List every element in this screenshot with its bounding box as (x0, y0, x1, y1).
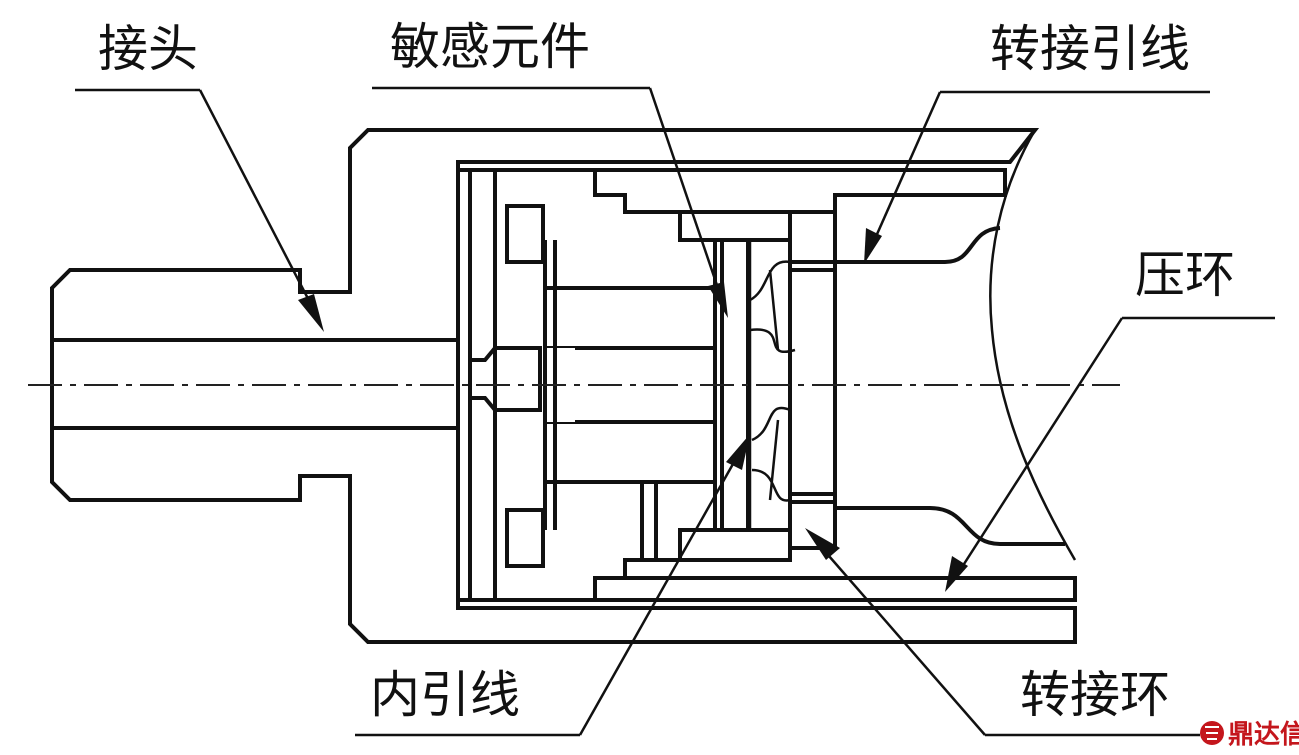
leader-press-ring (945, 316, 1275, 592)
break-line (989, 129, 1077, 561)
label-sensing-element: 敏感元件 (390, 18, 590, 76)
leader-inner-lead (355, 434, 750, 737)
leader-sensing-element (372, 86, 728, 318)
label-inner-lead: 内引线 (370, 666, 520, 724)
watermark-text: 鼎达信 (1228, 720, 1299, 750)
leader-transfer-lead (864, 90, 1210, 264)
dingdaxin-logo-icon (1200, 721, 1224, 745)
label-transfer-ring: 转接环 (1020, 666, 1170, 724)
leader-joint (75, 88, 324, 332)
label-press-ring: 压环 (1135, 246, 1235, 304)
transfer-lead-wires (835, 226, 1065, 546)
leader-transfer-ring (805, 528, 1200, 737)
watermark: 鼎达信 (1200, 720, 1299, 750)
label-joint: 接头 (98, 20, 198, 78)
inner-lead-wires (749, 260, 796, 502)
transfer-ring-block (788, 210, 837, 550)
label-transfer-lead: 转接引线 (990, 20, 1190, 78)
